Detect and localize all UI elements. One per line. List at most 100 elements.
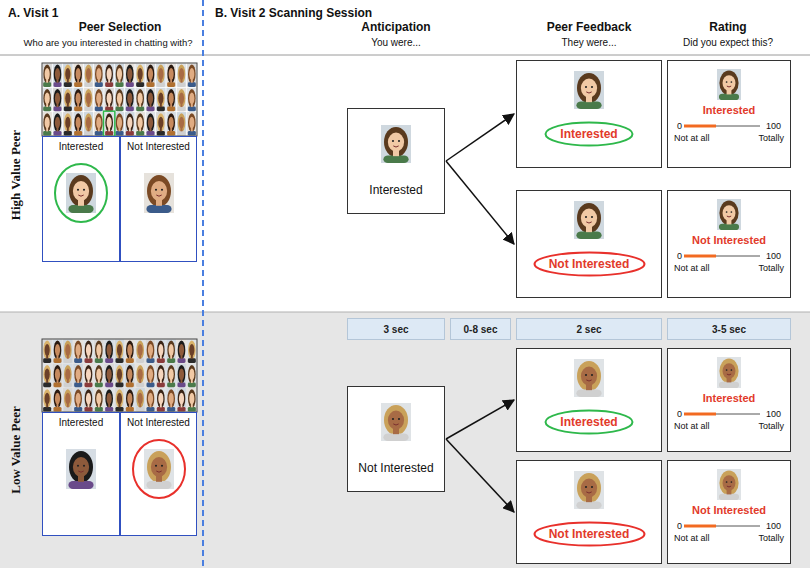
shoulders <box>105 82 113 87</box>
hair <box>157 341 165 360</box>
scale-min: 0 <box>677 121 682 131</box>
shoulders <box>53 82 61 87</box>
photo-backdrop <box>717 69 741 100</box>
eye <box>591 374 593 376</box>
shoulders <box>383 433 408 441</box>
shoulders <box>43 107 51 112</box>
scale-max: 100 <box>766 521 781 531</box>
photo-backdrop <box>177 63 187 87</box>
photo-backdrop <box>66 449 96 489</box>
photo-backdrop <box>717 357 741 388</box>
slider-fill <box>684 125 716 128</box>
shoulders <box>146 131 154 136</box>
photo-backdrop <box>574 471 604 509</box>
photo-backdrop <box>166 112 176 136</box>
shoulders <box>68 205 93 213</box>
rating-scale: 0100 <box>677 409 781 419</box>
face <box>148 368 153 380</box>
photo-backdrop <box>63 364 73 388</box>
shoulders <box>64 358 72 363</box>
feedback-text: Interested <box>560 415 617 429</box>
scale-anchor: Totally <box>758 133 784 143</box>
photo-backdrop <box>187 364 197 388</box>
photo-backdrop <box>115 88 125 112</box>
hair <box>167 341 175 360</box>
face <box>76 393 81 405</box>
shoulders <box>167 82 175 87</box>
photo-backdrop <box>156 112 166 136</box>
photo-backdrop <box>42 88 52 112</box>
face <box>65 368 70 380</box>
selection-cell: Not Interested <box>120 412 197 536</box>
photo-backdrop <box>177 88 187 112</box>
hair <box>188 89 196 108</box>
hair <box>105 389 113 408</box>
photo-wrap <box>53 162 109 224</box>
peer-photo <box>717 69 741 100</box>
shoulders <box>64 82 72 87</box>
hair <box>105 65 113 84</box>
hair <box>64 113 72 132</box>
eye <box>398 418 400 420</box>
photo-backdrop <box>73 88 83 112</box>
hair <box>54 65 62 84</box>
shoulders <box>157 82 165 87</box>
hair <box>43 365 51 384</box>
header-label: They were... <box>489 37 689 48</box>
face <box>138 92 143 104</box>
hair <box>167 365 175 384</box>
shoulders <box>719 94 739 100</box>
rating-anchors: Not at allTotally <box>674 263 784 273</box>
mouth <box>156 471 161 472</box>
shoulders <box>188 82 196 87</box>
scale-anchor: Totally <box>758 263 784 273</box>
hair <box>157 89 165 108</box>
rating-slider <box>684 523 764 529</box>
shoulders <box>95 82 103 87</box>
photo-backdrop <box>73 388 83 412</box>
face <box>158 92 163 104</box>
hair <box>188 341 196 360</box>
hair <box>147 451 171 483</box>
scale-max: 100 <box>766 251 781 261</box>
header-label: Rating <box>628 20 810 34</box>
slider-fill <box>684 255 716 258</box>
peer-photo <box>574 201 604 239</box>
photo-backdrop <box>53 112 63 136</box>
peer-photo <box>144 173 174 213</box>
photo-wrap <box>131 162 187 224</box>
photo-backdrop <box>125 364 135 388</box>
row-label: High Value Peer <box>7 65 25 285</box>
shoulders <box>383 155 408 163</box>
shoulders <box>74 82 82 87</box>
face <box>65 344 70 356</box>
photo-backdrop <box>144 449 174 489</box>
shoulders <box>177 358 185 363</box>
shoulders <box>136 82 144 87</box>
photo-wrap <box>53 438 109 500</box>
shoulders <box>177 131 185 136</box>
grid-frame <box>42 339 197 412</box>
eye <box>83 465 85 467</box>
hair <box>188 113 196 132</box>
eye <box>585 216 587 218</box>
eye <box>591 86 593 88</box>
hair <box>74 113 82 132</box>
hair <box>85 365 93 384</box>
hair <box>147 65 155 84</box>
hair <box>54 341 62 360</box>
face <box>169 68 174 80</box>
hair <box>85 65 93 84</box>
hair <box>126 113 134 132</box>
face <box>73 181 89 201</box>
timing-text: 2 sec <box>576 324 601 335</box>
face <box>148 117 153 129</box>
ring-outline <box>534 523 644 546</box>
face <box>127 344 132 356</box>
photo-backdrop <box>381 403 411 441</box>
eye <box>731 369 733 371</box>
face <box>73 457 89 477</box>
photo-backdrop <box>104 339 114 363</box>
shoulders <box>95 358 103 363</box>
